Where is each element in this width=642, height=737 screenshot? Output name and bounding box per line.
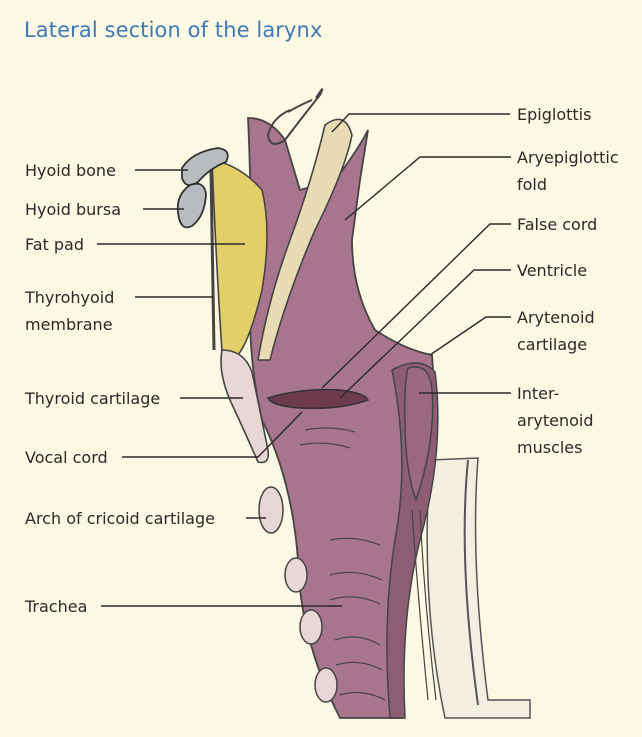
label-interarytenoid-2: arytenoid [517,411,594,430]
label-fat-pad: Fat pad [25,235,84,254]
cricoid-arch [259,487,283,533]
tracheal-ring [300,610,322,644]
label-aryepiglottic-1: Aryepiglottic [517,148,619,167]
leader-arytenoid-cartilage [430,317,511,355]
tracheal-ring [315,668,337,702]
label-aryepiglottic-2: fold [517,175,547,194]
label-interarytenoid-1: Inter- [517,384,559,403]
label-thyrohyoid-1: Thyrohyoid [24,288,114,307]
label-arytenoid-2: cartilage [517,335,587,354]
label-cricoid-arch: Arch of cricoid cartilage [25,509,215,528]
label-arytenoid-1: Arytenoid [517,308,595,327]
label-vocal-cord: Vocal cord [25,448,108,467]
label-interarytenoid-3: muscles [517,438,582,457]
label-ventricle: Ventricle [517,261,587,280]
label-false-cord: False cord [517,215,597,234]
hyoid-bursa [178,184,206,228]
leader-epiglottis [332,114,510,132]
label-hyoid-bone: Hyoid bone [25,161,116,180]
label-trachea: Trachea [24,597,87,616]
tracheal-ring [285,558,307,592]
label-epiglottis: Epiglottis [517,105,591,124]
oesophagus [427,458,530,718]
label-thyroid-cartilage: Thyroid cartilage [24,389,160,408]
label-hyoid-bursa: Hyoid bursa [25,200,121,219]
label-thyrohyoid-2: membrane [25,315,113,334]
leader-aryepiglottic-fold [345,157,511,220]
